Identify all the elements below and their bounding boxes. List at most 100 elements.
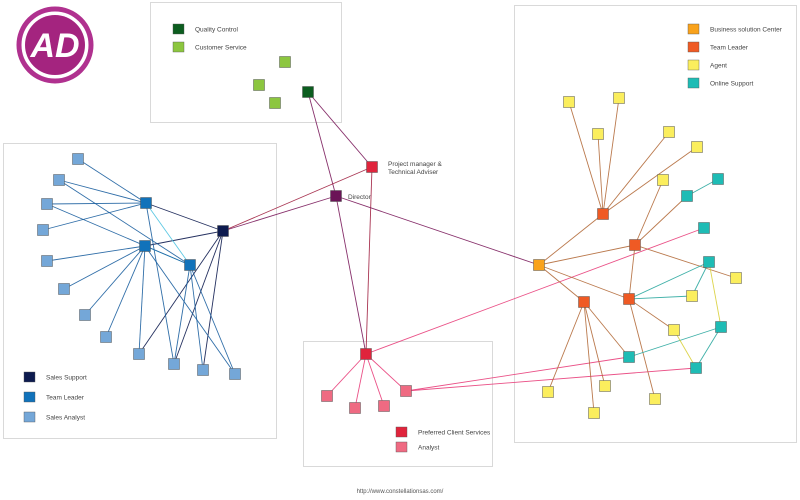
node-sa2[interactable] [53,174,65,186]
logo-disc [25,15,85,75]
node-qc1[interactable] [302,86,314,98]
edge-pcs-an1 [326,353,367,397]
node-sa6[interactable] [58,283,70,295]
node-sa7[interactable] [79,309,91,321]
node-ag2[interactable] [613,92,625,104]
node-ag11[interactable] [599,380,611,392]
client-services-panel [303,341,493,467]
node-sa4[interactable] [37,224,49,236]
node-ag4[interactable] [663,126,675,138]
edge-ss-sa9 [138,230,224,355]
edge-tl2-sa7 [84,245,146,316]
edge-otl3-ag10 [547,301,585,393]
node-otl4[interactable] [623,293,635,305]
footer-url[interactable]: http://www.constellationsas.com/ [356,489,444,495]
node-ag6[interactable] [657,174,669,186]
node-dir[interactable] [330,190,342,202]
node-ag10[interactable] [542,386,554,398]
node-sa3[interactable] [41,198,53,210]
legend-left-label-2: Sales Analyst [46,415,85,422]
node-os7[interactable] [690,362,702,374]
edge-pm-ss [222,166,373,232]
legend-top-label-1: Customer Service [195,45,247,52]
edge-pcs-an2 [354,353,367,409]
edge-tl2-sa9 [138,245,146,355]
node-os2[interactable] [681,190,693,202]
node-otl3[interactable] [578,296,590,308]
node-an2[interactable] [349,402,361,414]
node-sa11[interactable] [197,364,209,376]
business-panel [514,5,797,443]
node-ag13[interactable] [649,393,661,405]
node-ss[interactable] [217,225,229,237]
node-cs3[interactable] [269,97,281,109]
node-sa9[interactable] [133,348,145,360]
node-os6[interactable] [623,351,635,363]
node-ag8[interactable] [686,290,698,302]
node-ag1[interactable] [563,96,575,108]
node-tl1[interactable] [140,197,152,209]
node-ag9[interactable] [668,324,680,336]
edge-tl3-sa2 [58,179,191,266]
node-an4[interactable] [400,385,412,397]
legend-bottom-swatch-1 [395,441,408,453]
node-pm[interactable] [366,161,378,173]
node-tl3[interactable] [184,259,196,271]
node-otl1[interactable] [597,208,609,220]
legend-top-swatch-0 [172,23,185,35]
edge-tl2-sa8 [105,245,146,338]
edge-dir-ss [222,195,337,232]
edge-ss-sa11 [202,230,224,371]
node-an3[interactable] [378,400,390,412]
node-sa1[interactable] [72,153,84,165]
node-ag5[interactable] [691,141,703,153]
edge-otl1-ag1 [568,101,604,215]
node-ag3[interactable] [592,128,604,140]
legend-left-label-0: Sales Support [46,375,87,382]
edge-bsc-otl4 [538,264,630,300]
edge-tl1-sa1 [77,158,147,204]
edge-os4-os5 [708,261,722,328]
node-os1[interactable] [712,173,724,185]
node-labels: Project manager &Technical AdviserDirect… [348,161,442,201]
edge-qc1-pm [307,91,373,168]
edge-otl1-ag3 [597,133,604,215]
edge-otl4-os4 [628,261,710,300]
edge-tl1-sa2 [58,179,147,204]
node-sa10[interactable] [168,358,180,370]
legend-top-label-0: Quality Control [195,27,239,34]
node-sa5[interactable] [41,255,53,267]
edge-dir-pcs [335,195,367,355]
node-ag12[interactable] [588,407,600,419]
legend-bottom-label-1: Analyst [418,445,440,452]
edge-otl2-os2 [634,195,688,246]
edge-otl2-ag7 [634,244,737,279]
edge-ss-sa10 [173,230,224,365]
edge-tl2-sa6 [63,245,146,290]
edge-otl4-ag9 [628,298,675,331]
edge-otl1-ag5 [602,146,698,215]
node-sa8[interactable] [100,331,112,343]
edge-an4-os6 [405,356,630,392]
edge-otl2-otl4 [628,244,636,300]
node-an1[interactable] [321,390,333,402]
node-os4[interactable] [703,256,715,268]
node-cs1[interactable] [279,56,291,68]
node-os5[interactable] [715,321,727,333]
node-sa12[interactable] [229,368,241,380]
edge-qc1-dir [307,91,337,197]
sales-panel [3,143,277,439]
node-cs2[interactable] [253,79,265,91]
node-pcs[interactable] [360,348,372,360]
edge-pcs-an3 [365,353,385,407]
node-tl2[interactable] [139,240,151,252]
node-os3[interactable] [698,222,710,234]
legend-left-swatch-0 [23,371,36,383]
network-nodes [37,56,742,419]
node-ag7[interactable] [730,272,742,284]
legend-left-swatch-1 [23,391,36,403]
node-bsc[interactable] [533,259,545,271]
node-otl2[interactable] [629,239,641,251]
